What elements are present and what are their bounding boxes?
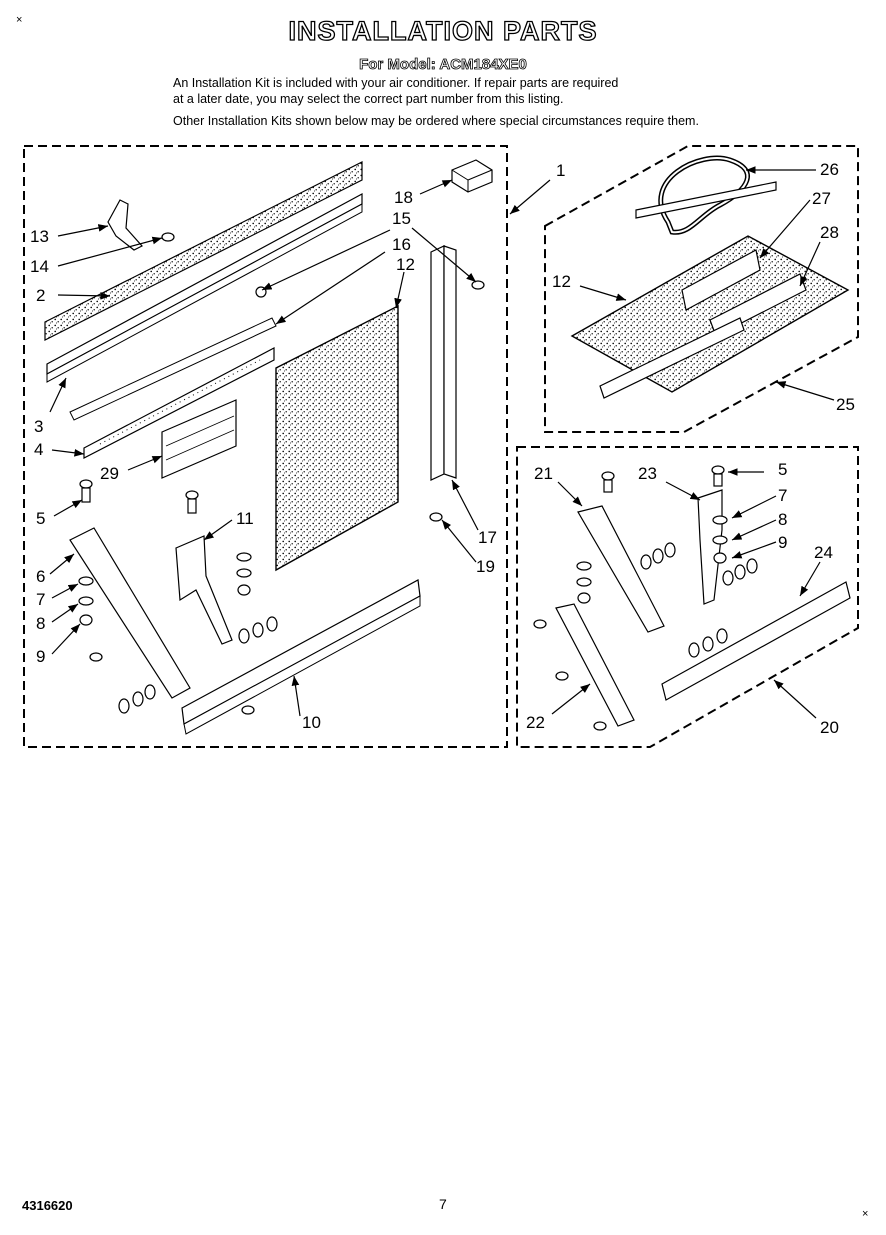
callout: 8 — [36, 614, 45, 633]
corner-mark-bottom-right: × — [862, 1208, 869, 1220]
document-number: 4316620 — [22, 1198, 73, 1213]
foam-block — [161, 399, 237, 479]
callouts-main-kit: 13 14 2 3 4 29 5 6 7 8 9 18 15 16 12 11 … — [30, 188, 497, 732]
callout: 9 — [778, 533, 787, 552]
foam-cube — [451, 159, 493, 193]
callout: 17 — [478, 528, 497, 547]
callout: 5 — [778, 460, 787, 479]
callouts-kit-20: 21 23 5 7 8 9 24 22 20 — [526, 460, 839, 737]
callout: 28 — [820, 223, 839, 242]
page-title: INSTALLATION PARTS — [288, 15, 598, 46]
hardware-main — [78, 479, 278, 715]
sill-rail-kit-20 — [661, 581, 851, 701]
callout: 18 — [394, 188, 413, 207]
intro-line-1: An Installation Kit is included with you… — [173, 76, 619, 90]
callout: 19 — [476, 557, 495, 576]
callout: 6 — [36, 567, 45, 586]
corner-mark-top-left: × — [16, 14, 23, 26]
support-arm-kit-20 — [577, 505, 665, 633]
main-kit-boundary — [23, 145, 508, 748]
callouts-kit-25: 1 26 27 28 12 25 — [552, 160, 855, 414]
callout: 12 — [552, 272, 571, 291]
foam-panel-kit-25 — [570, 235, 850, 393]
mounting-bracket — [107, 199, 143, 251]
intro-text: An Installation Kit is included with you… — [173, 76, 733, 107]
sill-rail — [181, 579, 421, 725]
callout: 24 — [814, 543, 833, 562]
lower-channel — [83, 347, 275, 459]
callout: 5 — [36, 509, 45, 528]
lower-arm-kit-20 — [555, 603, 635, 727]
other-kits-note: Other Installation Kits shown below may … — [173, 114, 699, 128]
foam-strip — [44, 161, 363, 341]
vertical-channel — [430, 245, 445, 481]
kit-25-boundary — [544, 145, 859, 433]
callout: 20 — [820, 718, 839, 737]
callout: 1 — [556, 161, 565, 180]
callout: 15 — [392, 209, 411, 228]
support-arm — [69, 527, 191, 699]
callout: 8 — [778, 510, 787, 529]
callout: 13 — [30, 227, 49, 246]
callout: 4 — [34, 440, 43, 459]
hardware-kit-20 — [533, 465, 758, 731]
callout: 25 — [836, 395, 855, 414]
callout: 11 — [236, 509, 254, 528]
model-line: For Model: ACM184XE0 — [359, 56, 528, 74]
sill-bracket — [175, 535, 233, 645]
seal-strip — [69, 317, 277, 421]
callout: 7 — [36, 590, 45, 609]
callout: 7 — [778, 486, 787, 505]
kit-20-boundary — [516, 446, 859, 748]
callout: 26 — [820, 160, 839, 179]
callout: 2 — [36, 286, 45, 305]
sill-bracket-kit-20 — [697, 489, 723, 605]
callout: 14 — [30, 257, 49, 276]
callout: 9 — [36, 647, 45, 666]
callout: 29 — [100, 464, 119, 483]
top-channel — [46, 192, 363, 376]
callout: 10 — [302, 713, 321, 732]
page-number: 7 — [439, 1196, 447, 1212]
callout: 23 — [638, 464, 657, 483]
callout: 27 — [812, 189, 831, 208]
callout: 16 — [392, 235, 411, 254]
intro-line-2: at a later date, you may select the corr… — [173, 91, 564, 106]
callout: 22 — [526, 713, 545, 732]
side-curtain-panel — [275, 304, 399, 572]
callout: 3 — [34, 417, 43, 436]
callout: 21 — [534, 464, 553, 483]
callout: 12 — [396, 255, 415, 274]
